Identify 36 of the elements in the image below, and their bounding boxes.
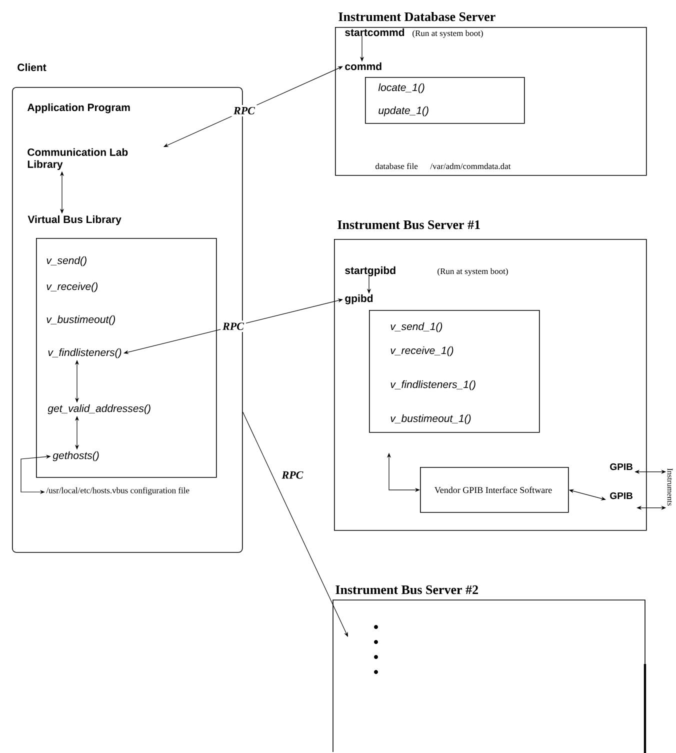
file-note: /usr/local/etc/hosts.vbus configuration file <box>46 487 190 496</box>
daemon-name: startcommd <box>345 28 404 36</box>
function-name: update_1() <box>378 106 428 116</box>
daemon-name: gpibd <box>345 294 373 304</box>
function-name: v_findlisteners() <box>48 348 122 358</box>
rpc-arrow <box>242 412 348 637</box>
edge-label: RPC <box>282 471 304 479</box>
server-title: Instrument Database Server <box>338 12 496 22</box>
edge-label: RPC <box>232 104 257 116</box>
daemon-name: commd <box>345 62 382 70</box>
note-text: (Run at system boot) <box>412 30 483 38</box>
function-name: locate_1() <box>378 83 424 94</box>
bus-label: GPIB <box>610 463 632 470</box>
library-label: Virtual Bus Library <box>28 215 122 226</box>
library-label: Communication Lab Library <box>28 148 128 170</box>
function-name: v_bustimeout() <box>46 315 115 326</box>
function-name: v_findlisteners_1() <box>390 380 476 390</box>
program-label: Application Program <box>27 103 130 114</box>
instruments-label: Instruments <box>667 468 673 506</box>
function-name: v_receive_1() <box>390 346 454 356</box>
function-name: v_send() <box>46 256 86 266</box>
software-box: Vendor GPIB Interface Software <box>420 467 569 513</box>
daemon-name: startgpibd <box>345 266 396 276</box>
file-path: /var/adm/commdata.dat <box>430 163 511 170</box>
file-note: database file <box>376 163 418 170</box>
note-text: (Run at system boot) <box>438 268 508 276</box>
function-name: v_bustimeout_1() <box>390 414 471 424</box>
box-heading: Client <box>18 63 46 72</box>
function-name: gethosts() <box>52 451 99 462</box>
function-name: v_receive() <box>46 282 98 292</box>
server-title: Instrument Bus Server #1 <box>338 220 480 230</box>
function-name: v_send_1() <box>390 322 442 332</box>
function-name: get_valid_addresses() <box>48 404 150 414</box>
edge-label: RPC <box>220 320 246 332</box>
bus-label: GPIB <box>610 492 632 500</box>
server-title: Instrument Bus Server #2 <box>336 585 478 594</box>
